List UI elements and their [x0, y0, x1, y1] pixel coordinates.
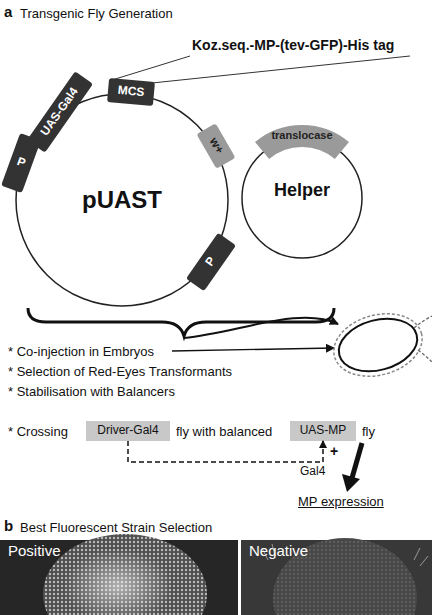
node-text: P [203, 255, 218, 269]
injection-arrow [184, 318, 338, 338]
node-text: w+ [206, 136, 226, 157]
helper-circle: Helpertranslocase [240, 136, 364, 260]
node-text: MCS [117, 84, 145, 99]
gal4-box: UAS-MP [290, 421, 356, 441]
gal4-box: Driver-Gal4 [86, 421, 170, 441]
node-text: Helper [274, 181, 330, 201]
plasmid-element: UAS-Gal4 [27, 71, 93, 152]
node-text: Driver-Gal4 [97, 424, 158, 437]
step-text: * Selection of Red-Eyes Transformants [8, 364, 232, 379]
node-text: Negative [249, 543, 308, 560]
plasmid-element: w+ [196, 123, 235, 169]
result-label: MP expression [298, 494, 384, 509]
step-text: fly with balanced [176, 424, 272, 439]
panel-title: Transgenic Fly Generation [20, 6, 173, 21]
photo-panel: Positive [0, 540, 238, 615]
node-text: translocase [271, 129, 332, 141]
photo-panel: Negative [241, 540, 432, 615]
plasmid-element: P [185, 233, 235, 291]
plus-sign: + [330, 444, 338, 459]
plasmid-element: MCS [107, 78, 155, 106]
expression-arrow [342, 443, 362, 492]
circle-outline [242, 138, 362, 258]
node-text: pUAST [82, 187, 162, 213]
injection-arrow [172, 348, 334, 351]
step-text: * Co-injection in Embryos [8, 344, 154, 359]
step-text: fly [362, 424, 375, 439]
embryo [327, 304, 432, 385]
dashed-connector [128, 441, 323, 462]
step-text: * Stabilisation with Balancers [8, 384, 175, 399]
leader-line [152, 56, 410, 83]
panel-letter: a [4, 4, 12, 19]
panel-title: Best Fluorescent Strain Selection [20, 520, 212, 535]
plasmid-circle: pUASTPUAS-Gal4MCSw+P [14, 92, 230, 308]
node-text: UAS-Gal4 [39, 85, 82, 138]
eye-photo [0, 534, 432, 615]
node-text: Positive [8, 543, 61, 560]
node-text: P [14, 155, 26, 170]
leader-line [112, 56, 190, 80]
node-text: UAS-MP [300, 424, 347, 437]
construct-label: Koz.seq.-MP-(tev-GFP)-His tag [192, 38, 394, 53]
panel-letter: b [4, 518, 13, 533]
edge-label: Gal4 [300, 464, 325, 479]
step-text: * Crossing [8, 424, 68, 439]
brace [28, 308, 334, 336]
translocase-band: translocase [242, 120, 362, 154]
